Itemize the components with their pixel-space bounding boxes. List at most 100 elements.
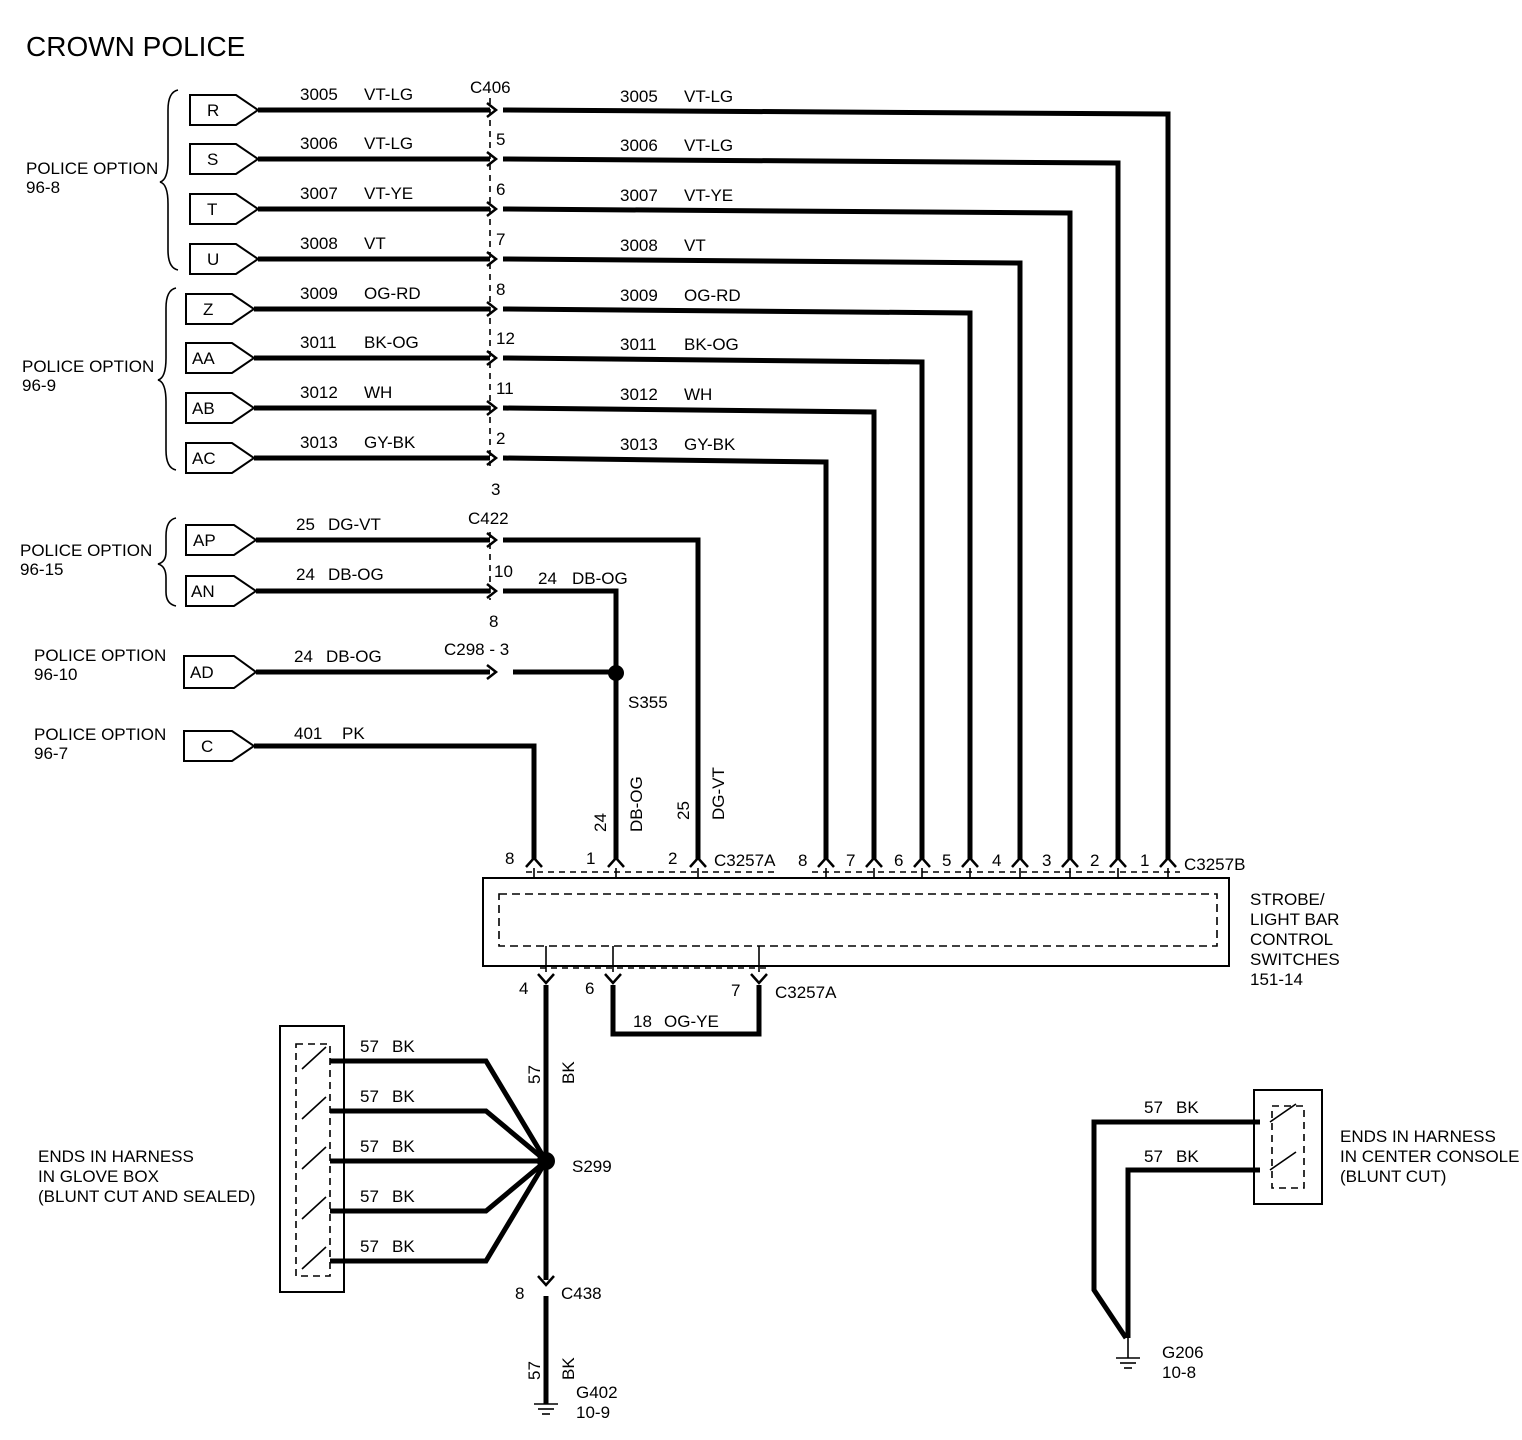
wire-an: AN 24 DB-OG 10 24 DB-OG — [185, 562, 628, 673]
wire-line — [254, 455, 829, 860]
circuit-number: 3009 — [620, 286, 658, 305]
circuit-number: 3008 — [300, 234, 338, 253]
c3257b-pin-number: 4 — [992, 851, 1001, 870]
source-connector-label: S — [207, 150, 218, 169]
svg-text:24: 24 — [591, 813, 610, 832]
switch-contact-icon — [301, 1146, 327, 1170]
c3257a-bottom-label: C3257A — [775, 983, 837, 1002]
c406-extra-pin: 3 — [491, 480, 500, 499]
c3257a-bottom-pins: 4 6 7 C3257A — [519, 946, 837, 1002]
svg-text:AD: AD — [190, 663, 214, 682]
svg-text:2: 2 — [668, 849, 677, 868]
svg-text:BK: BK — [559, 1357, 578, 1380]
wire-line — [254, 405, 877, 860]
svg-text:ENDS IN HARNESS: ENDS IN HARNESS — [1340, 1127, 1496, 1146]
option-96-8-label: POLICE OPTION 96-8 — [26, 159, 158, 197]
wire-color: VT-LG — [684, 136, 733, 155]
c406-pin-arrow — [486, 301, 499, 317]
c3257b-pin-number: 8 — [798, 851, 807, 870]
c406-pin-arrow — [486, 400, 499, 416]
source-connector-label: AB — [192, 399, 215, 418]
svg-text:18: 18 — [633, 1012, 652, 1031]
svg-text:10: 10 — [494, 562, 513, 581]
svg-text:CONTROL: CONTROL — [1250, 930, 1333, 949]
source-connector-u — [189, 243, 260, 275]
wire-c: C 401 PK — [183, 724, 537, 860]
source-connector-label: AC — [192, 449, 216, 468]
wire-color: GY-BK — [364, 433, 416, 452]
circuit-number: 3005 — [620, 87, 658, 106]
c3257b-pin-arrow — [913, 856, 931, 868]
wire-line — [330, 1108, 548, 1163]
brace-96-15 — [157, 517, 177, 607]
wire-line — [330, 1159, 548, 1214]
source-connector-label: T — [207, 200, 217, 219]
glovebox-wire: 57 BK — [301, 1037, 549, 1163]
c3257b-pin-number: 3 — [1042, 851, 1051, 870]
svg-text:BK: BK — [1176, 1098, 1199, 1117]
svg-text:8: 8 — [505, 849, 514, 868]
c438-label: C438 — [561, 1284, 602, 1303]
svg-text:(BLUNT CUT AND SEALED): (BLUNT CUT AND SEALED) — [38, 1187, 256, 1206]
wire-color: WH — [364, 383, 392, 402]
c3257b-pin-arrow — [961, 856, 979, 868]
c3257b-pin-number: 6 — [894, 851, 903, 870]
wire-line — [254, 355, 925, 860]
c3257b-pin-arrow — [1061, 856, 1079, 868]
strobe-light-bar-control-switches: STROBE/ LIGHT BAR CONTROL SWITCHES 151-1… — [482, 877, 1340, 989]
svg-text:57: 57 — [525, 1065, 544, 1084]
switch-contact-icon — [301, 1046, 327, 1070]
wire-color: BK — [392, 1037, 415, 1056]
wire-line — [254, 306, 973, 860]
circuit-number: 3006 — [300, 134, 338, 153]
wire-color: BK — [392, 1187, 415, 1206]
glovebox-harness: ENDS IN HARNESS IN GLOVE BOX (BLUNT CUT … — [38, 1025, 549, 1293]
c422-below-pin: 8 — [489, 612, 498, 631]
source-connector-c — [183, 730, 256, 762]
wire-line — [258, 156, 1121, 860]
circuit-number: 3005 — [300, 85, 338, 104]
svg-text:57: 57 — [525, 1361, 544, 1380]
svg-text:1: 1 — [586, 849, 595, 868]
circuit-number: 57 — [360, 1187, 379, 1206]
c406-pin-arrow — [486, 201, 499, 217]
diagram-title: CROWN POLICE — [26, 31, 245, 62]
c3257a-top-pins: 8 1 2 C3257A — [505, 849, 778, 896]
svg-text:4: 4 — [519, 979, 528, 998]
circuit-number: 3007 — [300, 184, 338, 203]
circuit-number: 3012 — [620, 385, 658, 404]
source-connector-ab — [185, 392, 256, 424]
svg-text:8: 8 — [515, 1284, 524, 1303]
c3257b-pin-number: 7 — [846, 851, 855, 870]
source-connector-label: Z — [203, 300, 213, 319]
c3257b-label: C3257B — [1184, 855, 1245, 874]
svg-text:POLICE OPTION: POLICE OPTION — [34, 646, 166, 665]
g206-label: G206 — [1162, 1343, 1204, 1362]
svg-text:BK: BK — [1176, 1147, 1199, 1166]
wire-color: BK-OG — [364, 333, 419, 352]
wire-color: VT — [684, 236, 706, 255]
source-connector-aa — [185, 342, 256, 374]
splice-s355-label: S355 — [628, 693, 668, 712]
svg-text:IN GLOVE BOX: IN GLOVE BOX — [38, 1167, 159, 1186]
splice-s355-dot — [608, 665, 624, 681]
source-connector-ap — [185, 524, 258, 556]
source-connector-ac — [185, 442, 256, 474]
option-96-9-label: POLICE OPTION 96-9 — [22, 357, 154, 395]
svg-text:7: 7 — [731, 981, 740, 1000]
c406-pin-arrow — [486, 450, 499, 466]
circuit-number: 3011 — [620, 335, 657, 354]
svg-text:AP: AP — [193, 531, 216, 550]
svg-text:(BLUNT CUT): (BLUNT CUT) — [1340, 1167, 1446, 1186]
svg-text:57: 57 — [1144, 1098, 1163, 1117]
glovebox-wire: 57 BK — [301, 1159, 548, 1220]
c406-pin-number: 11 — [496, 379, 514, 398]
wire-line — [330, 1058, 549, 1163]
ground-g402-icon — [534, 1403, 558, 1415]
wire-ad: AD 24 DB-OG C298 - 3 S355 24 DB-OG — [183, 640, 668, 860]
